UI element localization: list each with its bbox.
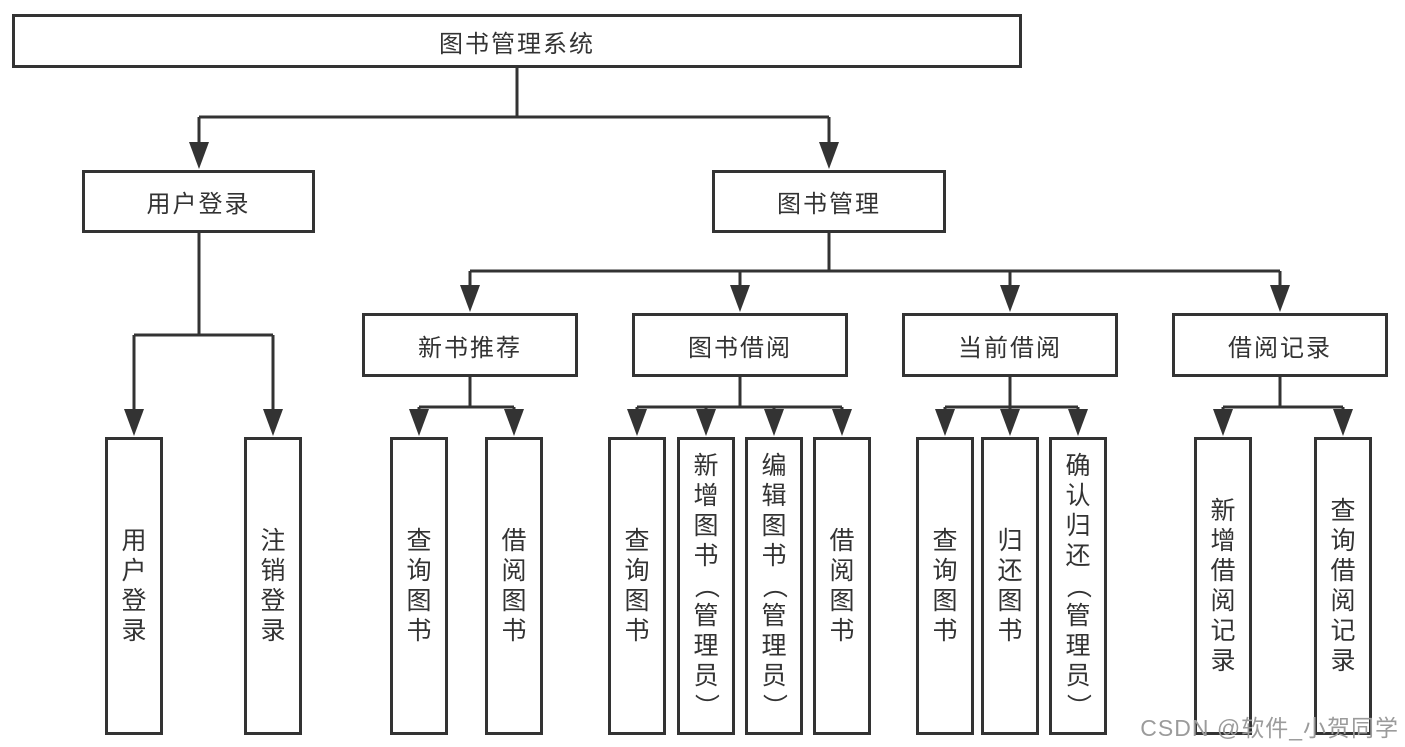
leaf-query-book-1: 查询图书 bbox=[390, 437, 448, 735]
leaf-logout-login: 注销登录 bbox=[244, 437, 302, 735]
leaf-query-book-2: 查询图书 bbox=[608, 437, 666, 735]
node-library-system: 图书管理系统 bbox=[12, 14, 1022, 68]
leaf-edit-book-admin: 编辑图书（管理员） bbox=[745, 437, 803, 735]
node-borrow-record: 借阅记录 bbox=[1172, 313, 1388, 377]
leaf-user-login: 用户登录 bbox=[105, 437, 163, 735]
leaf-confirm-return-admin: 确认归还（管理员） bbox=[1049, 437, 1107, 735]
leaf-query-book-3: 查询图书 bbox=[916, 437, 974, 735]
leaf-borrow-book-2: 借阅图书 bbox=[813, 437, 871, 735]
leaf-borrow-book-1: 借阅图书 bbox=[485, 437, 543, 735]
leaf-return-book: 归还图书 bbox=[981, 437, 1039, 735]
node-book-management: 图书管理 bbox=[712, 170, 946, 233]
node-user-login: 用户登录 bbox=[82, 170, 315, 233]
leaf-add-book-admin: 新增图书（管理员） bbox=[677, 437, 735, 735]
node-book-borrow: 图书借阅 bbox=[632, 313, 848, 377]
leaf-query-borrow-record: 查询借阅记录 bbox=[1314, 437, 1372, 735]
arrowheads bbox=[124, 142, 1353, 436]
node-current-borrow: 当前借阅 bbox=[902, 313, 1118, 377]
leaf-add-borrow-record: 新增借阅记录 bbox=[1194, 437, 1252, 735]
watermark: CSDN @软件_小贺同学 bbox=[1140, 715, 1399, 741]
node-new-book-recommend: 新书推荐 bbox=[362, 313, 578, 377]
